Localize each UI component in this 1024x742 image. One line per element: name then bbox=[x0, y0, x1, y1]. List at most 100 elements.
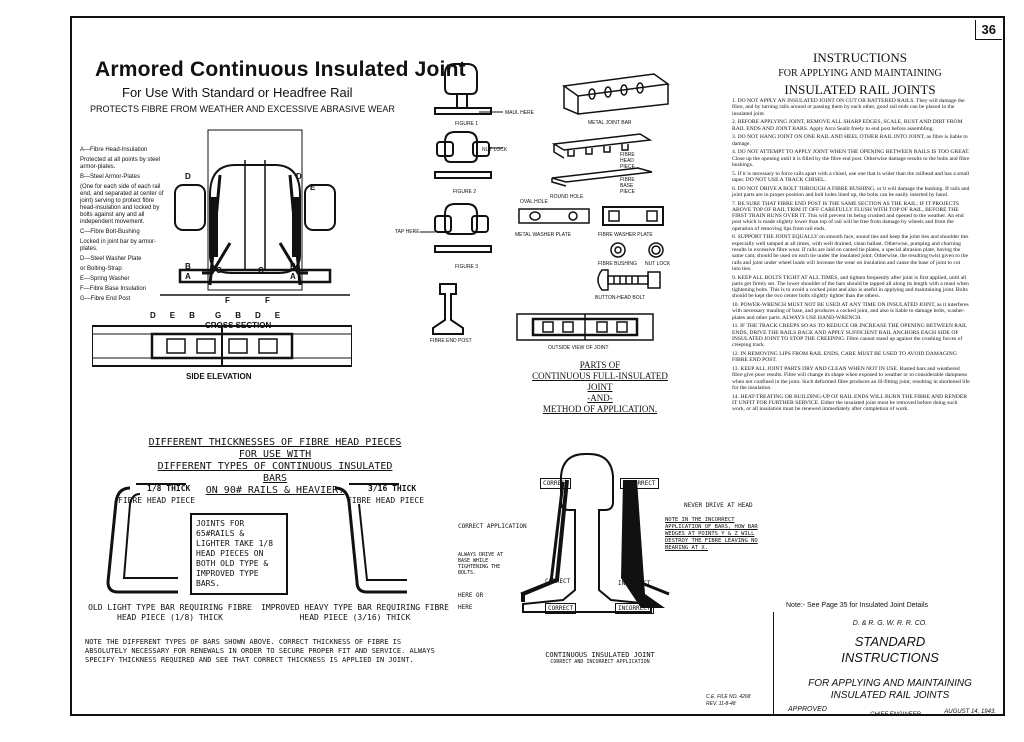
side-elevation-drawing bbox=[92, 325, 352, 367]
incorrect-application-note: NOTE IN THE INCORRECT APPLICATION OF BAR… bbox=[665, 517, 758, 551]
fibre-end-post-drawing bbox=[432, 283, 464, 335]
callout-letter: D bbox=[185, 172, 191, 181]
title-block-note: Note:- See Page 35 for Insulated Joint D… bbox=[786, 602, 929, 609]
parts-line-1: PARTS OF bbox=[579, 360, 621, 370]
fibre-head-piece-label: FIBRE HEAD PIECE bbox=[620, 152, 636, 170]
correct-tag-mid: CORRECT bbox=[545, 578, 571, 585]
ce-file-number: C.E. FILE NO. 4268 bbox=[706, 694, 751, 700]
button-head-bolt-label: BUTTON-HEAD BOLT bbox=[595, 295, 646, 301]
fibre-head-piece-left: FIBRE HEAD PIECE bbox=[118, 496, 196, 505]
fibre-head-piece-right: FIBRE HEAD PIECE bbox=[347, 496, 425, 505]
incorrect-tag-top: INCORRECT bbox=[620, 478, 659, 489]
legend-item: G—Fibre End Post bbox=[80, 296, 131, 302]
legend-item: C—Fibre Bolt-Bushing bbox=[80, 229, 140, 235]
instructions-label: INSTRUCTIONS bbox=[841, 650, 939, 665]
instruction-item: 4. DO NOT ATTEMPT TO APPLY JOINT WHEN TH… bbox=[732, 149, 970, 168]
ce-file-info: C.E. FILE NO. 4268 REV. 11-8-48 bbox=[706, 694, 750, 708]
callout-letter: F bbox=[225, 296, 230, 305]
round-hole-label: ROUND HOLE bbox=[550, 194, 584, 200]
fibre-bushing-label: FIBRE BUSHING bbox=[598, 261, 637, 267]
standard-instructions-title: STANDARD INSTRUCTIONS bbox=[774, 634, 1006, 666]
page-subtitle: For Use With Standard or Headfree Rail bbox=[122, 85, 353, 100]
parts-line-2: CONTINUOUS FULL-INSULATED JOINT bbox=[532, 371, 668, 392]
application-caption-2: CORRECT AND INCORRECT APPLICATION bbox=[550, 659, 650, 665]
instructions-title-1: INSTRUCTIONS bbox=[813, 50, 907, 65]
legend-item: Protected at all points by steel armor-p… bbox=[80, 157, 161, 170]
callout-letter: E bbox=[169, 311, 190, 320]
thick-right-label: 3/16 THICK bbox=[368, 484, 417, 493]
metal-washer-plate-label: METAL WASHER PLATE bbox=[515, 232, 572, 238]
parts-line-4: METHOD OF APPLICATION. bbox=[542, 404, 658, 414]
figure-2-drawing bbox=[434, 131, 503, 179]
instruction-item: 11. IF THE TRACK CREEPS SO AS TO REDUCE … bbox=[732, 323, 968, 349]
instruction-item: 3. DO NOT HANG JOINT ON ONE RAIL AND HEE… bbox=[732, 134, 968, 147]
instruction-item: 6. DO NOT DRIVE A BOLT THROUGH A FIBRE B… bbox=[732, 185, 970, 198]
application-caption-1: CONTINUOUS INSULATED JOINT bbox=[545, 651, 655, 659]
figure-3-label: FIGURE 3 bbox=[455, 264, 479, 270]
callout-letter: G bbox=[215, 311, 236, 320]
fibre-washer-plate-label: FIBRE WASHER PLATE bbox=[598, 232, 653, 238]
callout-letter: A bbox=[185, 272, 191, 281]
protects-caption: PROTECTS FIBRE FROM WEATHER AND EXCESSIV… bbox=[90, 104, 395, 114]
instruction-item: 7. BE SURE THAT FIBRE END POST IS THE SA… bbox=[732, 200, 964, 232]
always-drive-label: ALWAYS DRIVE AT BASE WHILE TIGHTENING TH… bbox=[458, 552, 504, 576]
legend-item: D—Steel Washer Plate bbox=[80, 256, 142, 262]
cross-section-drawing bbox=[160, 129, 350, 296]
maul-here-label: MAUL HERE bbox=[505, 110, 534, 116]
instruction-item: 14. HEAT-TREATING OR BUILDING-UP OF RAIL… bbox=[732, 393, 967, 413]
standard-label: STANDARD bbox=[854, 634, 926, 649]
instruction-item: 1. DO NOT APPLY AN INSULATED JOINT ON CU… bbox=[732, 98, 965, 117]
side-elevation-label: SIDE ELEVATION bbox=[186, 372, 252, 381]
instruction-item: 12. IN REMOVING LIPS FROM RAIL ENDS, CAR… bbox=[732, 350, 957, 364]
approved-label: APPROVED bbox=[788, 706, 827, 713]
legend-item: Locked in joint bar by armor-plates. bbox=[80, 239, 157, 252]
nut-lock-label: NUT LOCK bbox=[482, 147, 508, 153]
tap-here-label: TAP HERE bbox=[395, 229, 420, 235]
legend-item: E—Spring Washer bbox=[80, 276, 130, 282]
insulated-line: INSULATED RAIL JOINTS bbox=[830, 690, 950, 701]
callout-letter: B bbox=[185, 262, 191, 271]
callout-letter: C bbox=[216, 266, 222, 275]
joints-note-box: JOINTS FOR 65#RAILS & LIGHTER TAKE 1/8 H… bbox=[190, 513, 288, 595]
incorrect-tag-bottom: INCORRECT bbox=[615, 603, 654, 614]
fibre-base-piece-label: FIBRE BASE PIECE bbox=[620, 177, 636, 195]
oval-hole-label: OVAL HOLE bbox=[520, 199, 548, 205]
incorrect-tag-mid: INCORRECT bbox=[618, 580, 651, 587]
instructions-title: INSTRUCTIONS FOR APPLYING AND MAINTAININ… bbox=[760, 50, 960, 98]
callout-letter: E bbox=[310, 183, 316, 192]
new-bar-drawing bbox=[334, 483, 407, 594]
bushing-nutlock-drawing bbox=[610, 242, 664, 258]
side-elevation-letters: GBDE bbox=[215, 311, 294, 320]
callout-letter: B bbox=[290, 262, 296, 271]
outside-view-drawing bbox=[516, 313, 654, 341]
correct-tag-top: CORRECT bbox=[540, 478, 572, 489]
approval-date: AUGUST 14, 1943. bbox=[944, 709, 996, 715]
metal-joint-bar-drawing bbox=[562, 73, 670, 116]
thickness-line-1: DIFFERENT THICKNESSES OF FIBRE HEAD PIEC… bbox=[148, 437, 402, 448]
instruction-item: 13. KEEP ALL JOINT PARTS DRY AND CLEAN W… bbox=[732, 365, 970, 391]
instructions-title-2: FOR APPLYING AND MAINTAINING bbox=[778, 68, 942, 79]
parts-line-3: -AND- bbox=[587, 393, 613, 403]
nut-lock-2-label: NUT LOCK bbox=[645, 261, 671, 267]
legend-item: B—Steel Armor-Plates bbox=[80, 174, 141, 180]
figure-2-label: FIGURE 2 bbox=[453, 189, 477, 195]
callout-letter: D bbox=[296, 172, 302, 181]
old-bar-caption: OLD LIGHT TYPE BAR REQUIRING FIBRE HEAD … bbox=[88, 603, 252, 622]
metal-joint-bar-label: METAL JOINT BAR bbox=[588, 120, 632, 126]
callout-letter: E bbox=[274, 311, 295, 320]
old-bar-drawing bbox=[106, 483, 186, 594]
thickness-note: NOTE THE DIFFERENT TYPES OF BARS SHOWN A… bbox=[85, 638, 435, 664]
new-bar-caption: IMPROVED HEAVY TYPE BAR REQUIRING FIBRE … bbox=[261, 603, 449, 622]
page-title: Armored Continuous Insulated Joint bbox=[95, 58, 466, 81]
title-block: Note:- See Page 35 for Insulated Joint D… bbox=[773, 602, 1006, 718]
instruction-item: 5. If it is necessary to force rails apa… bbox=[732, 170, 970, 183]
washer-plates-drawing bbox=[518, 206, 664, 226]
parts-legend: A—Fibre Head-Insulation Protected at all… bbox=[80, 147, 170, 306]
outside-view-label: OUTSIDE VIEW OF JOINT bbox=[548, 345, 609, 351]
legend-item: A—Fibre Head-Insulation bbox=[80, 147, 148, 153]
for-line: FOR APPLYING AND MAINTAINING bbox=[808, 678, 972, 689]
callout-letter: A bbox=[290, 272, 296, 281]
legend-item: (One for each side of each rail end, and… bbox=[80, 184, 164, 225]
legend-item: F—Fibre Base Insulation bbox=[80, 286, 147, 292]
chief-engineer-label: CHIEF ENGINEER bbox=[870, 712, 921, 718]
